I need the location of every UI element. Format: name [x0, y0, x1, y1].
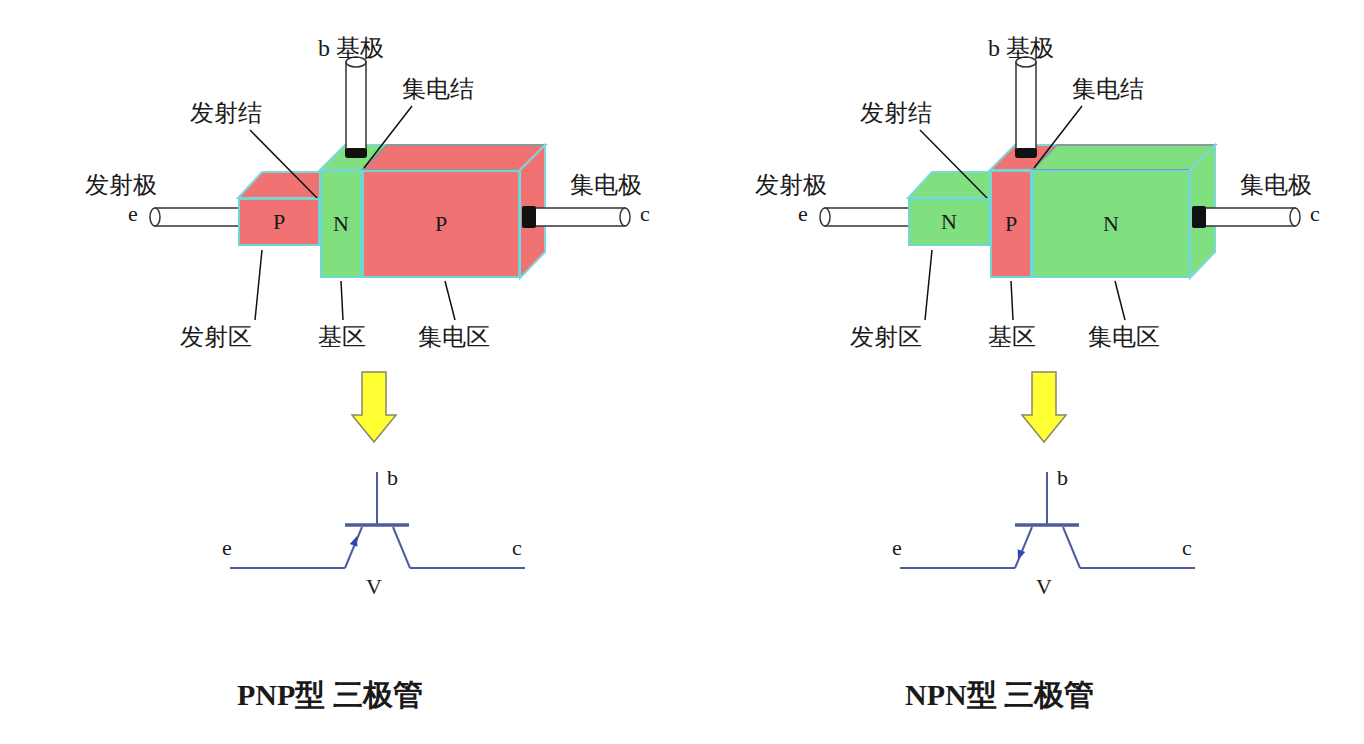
region-letter: N — [1103, 213, 1119, 235]
pin-letter: e — [892, 536, 902, 560]
semiconductor-region: N — [908, 198, 990, 246]
pin-letter: e — [128, 202, 138, 226]
pin-letter: c — [1182, 536, 1192, 560]
symbol-name: V — [366, 575, 382, 599]
caption-text: PNP型 三极管 — [237, 678, 423, 711]
region-label: 基区 — [988, 324, 1036, 350]
pin-letter: b — [387, 466, 398, 490]
region-label: 发射区 — [850, 324, 922, 350]
terminal-label: 发射极 — [85, 172, 157, 198]
npn-structure — [820, 57, 1300, 568]
region-label: 集电区 — [1088, 324, 1160, 350]
pin-letter: e — [222, 536, 232, 560]
terminal-label: b 基极 — [988, 35, 1054, 61]
region-letter: N — [941, 211, 957, 233]
pin-letter: b — [1057, 466, 1068, 490]
terminal-label: 集电极 — [1240, 172, 1312, 198]
region-letter: P — [1005, 213, 1017, 235]
region-letter: N — [333, 213, 349, 235]
symbol-name: V — [1036, 575, 1052, 599]
terminal-label: b 基极 — [318, 35, 384, 61]
junction-label: 集电结 — [1072, 76, 1144, 102]
pnp-structure — [150, 57, 630, 568]
pin-letter: c — [640, 202, 650, 226]
caption-text: NPN型 三极管 — [905, 678, 1094, 711]
semiconductor-region: P — [238, 198, 320, 246]
semiconductor-region: N — [320, 170, 362, 278]
junction-label: 发射结 — [860, 100, 932, 126]
pin-letter: c — [1310, 202, 1320, 226]
semiconductor-region: P — [362, 170, 520, 278]
semiconductor-region: P — [990, 170, 1032, 278]
region-label: 发射区 — [180, 324, 252, 350]
semiconductor-region: N — [1032, 170, 1190, 278]
region-label: 集电区 — [418, 324, 490, 350]
region-label: 基区 — [318, 324, 366, 350]
region-letter: P — [273, 211, 285, 233]
pin-letter: e — [798, 202, 808, 226]
terminal-label: 发射极 — [755, 172, 827, 198]
junction-label: 发射结 — [190, 100, 262, 126]
terminal-label: 集电极 — [570, 172, 642, 198]
pin-letter: c — [512, 536, 522, 560]
region-letter: P — [435, 213, 447, 235]
junction-label: 集电结 — [402, 76, 474, 102]
